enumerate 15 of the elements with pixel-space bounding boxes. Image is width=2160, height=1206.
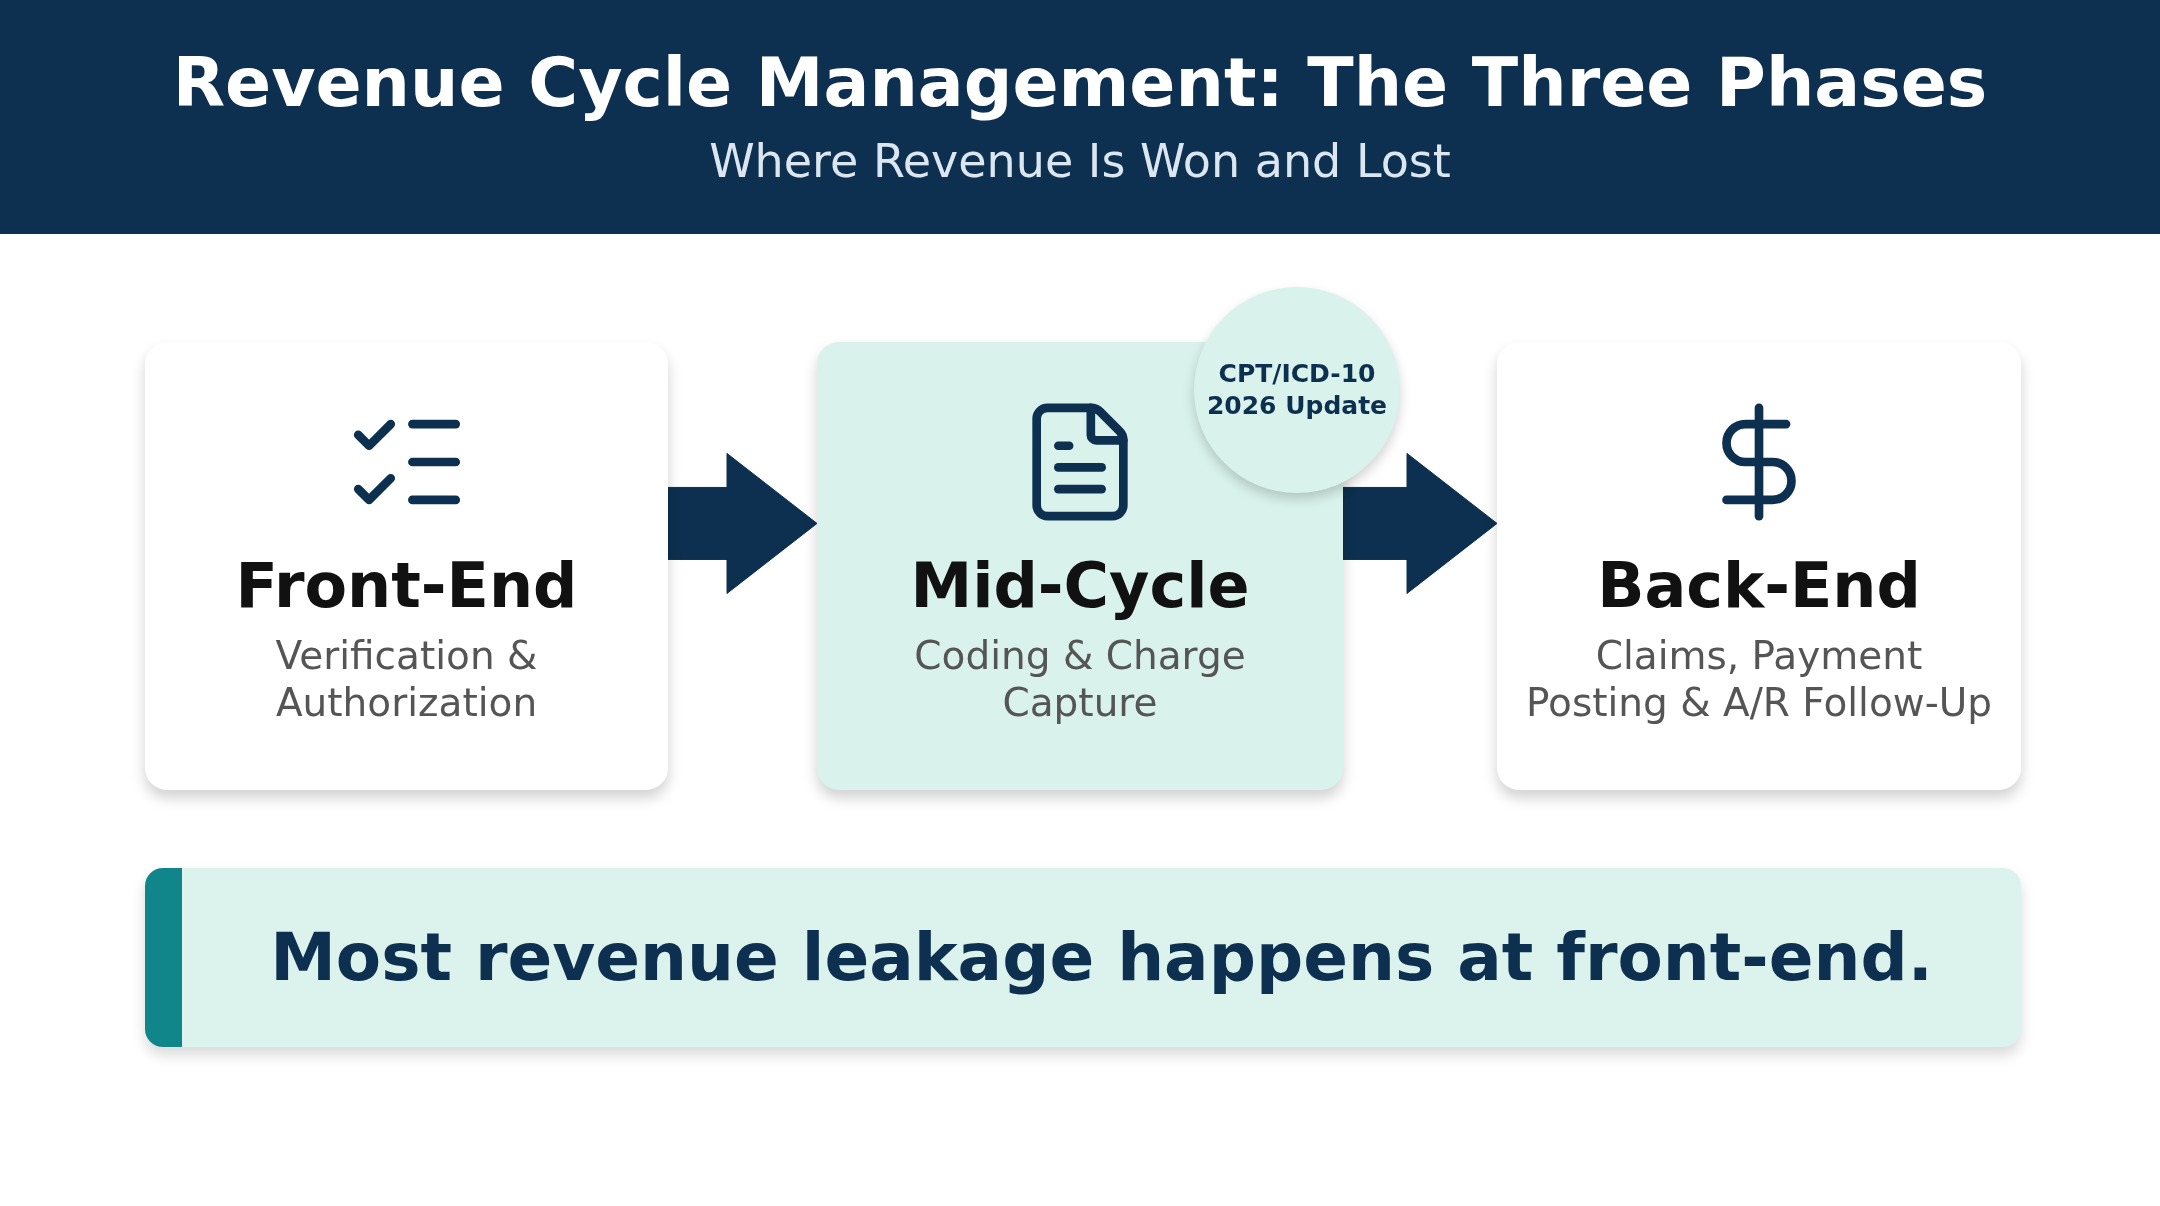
phase-card <box>145 342 668 790</box>
callout-banner <box>145 868 2021 1047</box>
phase-description: Verification & Authorization <box>274 633 539 727</box>
phase-description: Claims, Payment Posting & A/R Follow-Up <box>1524 633 1994 727</box>
phase-title: Back-End <box>1597 549 1921 624</box>
arrow <box>667 452 818 594</box>
title: Revenue Cycle Management: The Three Phases <box>172 42 1988 124</box>
badge-text: CPT/ICD-10 2026 Update <box>1205 357 1389 422</box>
arrow <box>1342 452 1498 594</box>
callout-text: Most revenue leakage happens at front-end. <box>270 919 1933 996</box>
phase-title: Mid-Cycle <box>910 549 1250 624</box>
phase-description: Coding & Charge Capture <box>913 633 1247 727</box>
phase-card <box>1497 342 2021 790</box>
subtitle: Where Revenue Is Won and Lost <box>709 132 1451 190</box>
phase-title: Front-End <box>235 549 578 624</box>
